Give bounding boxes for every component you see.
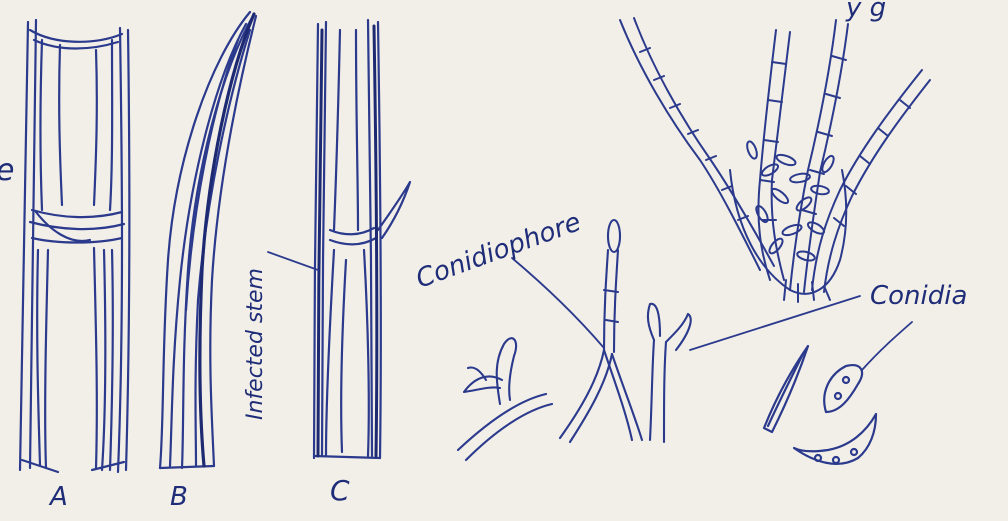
conidia-group: Conidia [690, 281, 967, 464]
conidiophore-label: Conidiophore [412, 207, 585, 294]
figure-a-stem: A [20, 20, 129, 512]
figure-b-letter: B [170, 482, 188, 512]
figure-c-stem: Infected stem C [243, 20, 410, 507]
figure-a-letter: A [48, 482, 68, 512]
acervulus-with-setae [620, 18, 930, 302]
figure-b-stem: B [160, 12, 256, 512]
top-right-fragment: y g [845, 0, 886, 23]
figure-c-letter: C [330, 474, 350, 507]
conidia-pointer-1 [690, 296, 860, 350]
infected-stem-pointer [268, 252, 318, 270]
infected-stem-label: Infected stem [243, 268, 268, 420]
conidia-label: Conidia [870, 281, 967, 311]
left-edge-fragment: e [0, 153, 14, 188]
conidiophore-pointer [512, 258, 604, 348]
conidia-pointer-2 [862, 322, 912, 370]
conidiophores: Conidiophore [412, 207, 691, 460]
